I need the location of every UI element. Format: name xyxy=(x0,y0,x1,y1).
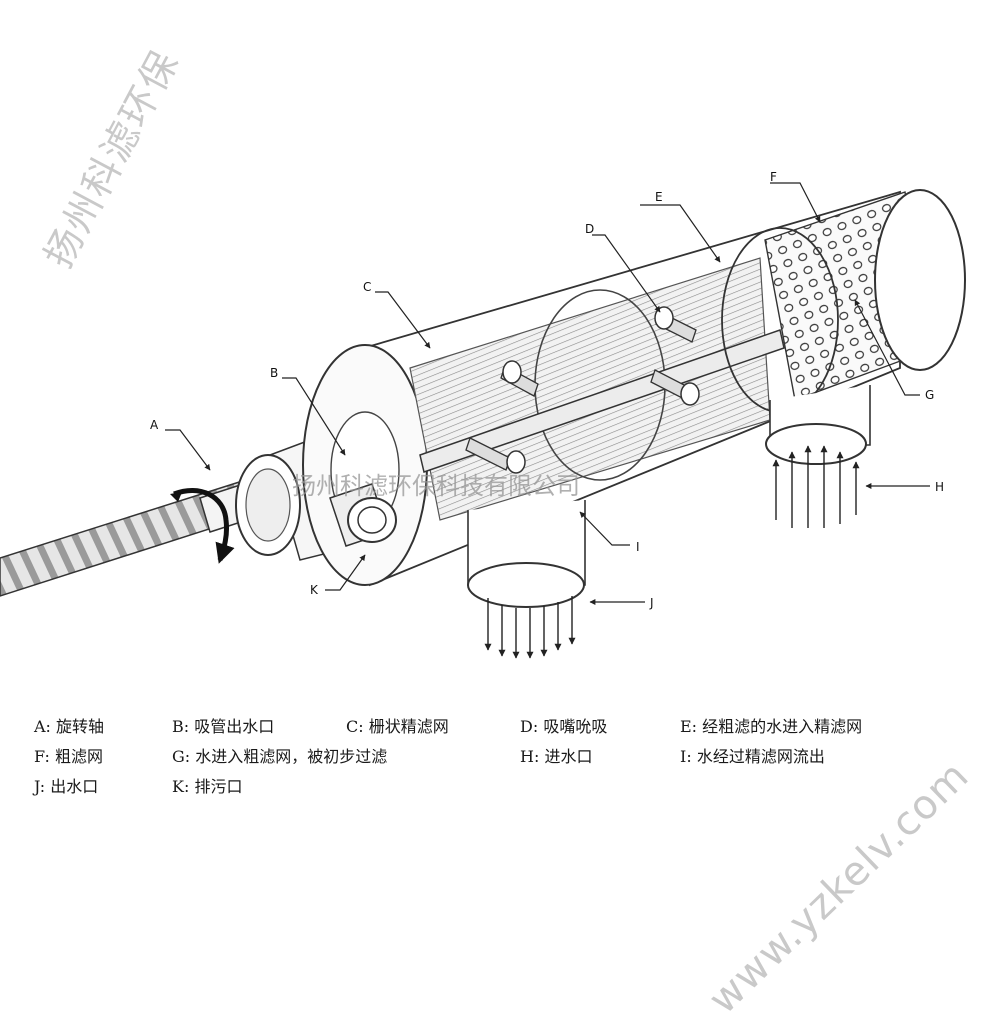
filter-illustration xyxy=(0,182,966,659)
callout-b: B xyxy=(270,366,279,380)
callout-f: F xyxy=(770,170,777,184)
legend-item-f: F: 粗滤网 xyxy=(34,747,104,766)
nozzle xyxy=(654,306,697,343)
callout-j: J xyxy=(650,596,654,610)
suction-pipe xyxy=(419,329,785,473)
callout-c: C xyxy=(363,280,372,294)
legend-item-e: E: 经粗滤的水进入精滤网 xyxy=(680,717,863,736)
nozzle xyxy=(500,360,539,397)
nozzle xyxy=(465,437,526,474)
legend-item-j: J: 出水口 xyxy=(34,777,99,796)
legend-item-i: I: 水经过精滤网流出 xyxy=(680,747,825,766)
coarse-filter-screen xyxy=(721,189,966,413)
callout-g: G xyxy=(925,388,935,402)
callout-e: E xyxy=(655,190,663,204)
callout-d: D xyxy=(585,222,595,236)
callout-i: I xyxy=(636,540,640,554)
leader-lines xyxy=(165,182,930,605)
legend-item-d: D: 吸嘴吮吸 xyxy=(520,717,608,736)
filter-diagram: A B C D E F G H I J K 扬州科滤环保 扬州科滤环保科技有限公… xyxy=(0,42,978,1023)
legend-item-h: H: 进水口 xyxy=(520,747,593,766)
callout-h: H xyxy=(935,480,945,494)
suction-nozzles xyxy=(465,306,700,474)
callout-k: K xyxy=(310,583,318,597)
nozzle xyxy=(650,369,700,406)
legend-item-c: C: 栅状精滤网 xyxy=(346,717,449,736)
drain-outlet xyxy=(329,483,397,547)
rotation-arrow xyxy=(170,487,235,564)
watermark-company-full: 扬州科滤环保科技有限公司 xyxy=(292,472,580,500)
inlet-pipe xyxy=(765,385,871,528)
legend-item-k: K: 排污口 xyxy=(172,777,243,796)
legend-item-g: G: 水进入粗滤网，被初步过滤 xyxy=(172,747,388,766)
legend-item-a: A: 旋转轴 xyxy=(34,717,105,736)
callout-a: A xyxy=(150,418,159,432)
legend-item-b: B: 吸管出水口 xyxy=(172,717,275,736)
outlet-pipe xyxy=(467,500,586,659)
